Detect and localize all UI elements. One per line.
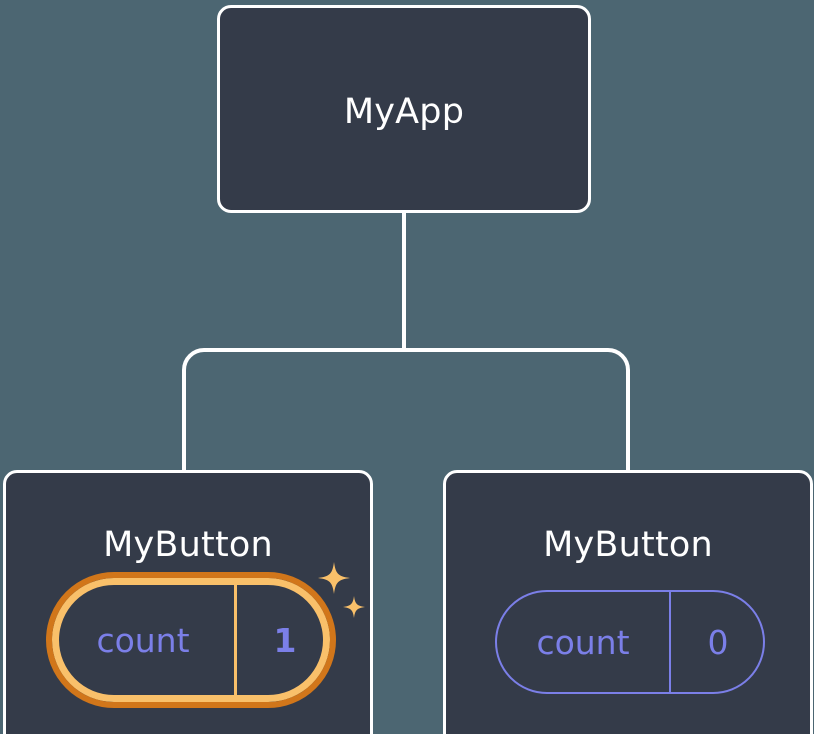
component-node-label: MyButton	[103, 525, 273, 565]
state-value: 1	[234, 578, 333, 702]
component-node-myapp[interactable]: MyApp	[217, 5, 591, 213]
state-name: count	[536, 622, 630, 662]
state-pill-highlighted[interactable]: count 1	[46, 572, 336, 708]
state-value: 0	[669, 592, 765, 692]
state-pill[interactable]: count 0	[495, 590, 765, 694]
component-node-label: MyButton	[543, 525, 713, 565]
state-name: count	[96, 620, 190, 660]
connector-branch-right	[404, 348, 630, 470]
connector-branch-left	[182, 348, 404, 470]
component-node-label: MyApp	[343, 92, 465, 132]
